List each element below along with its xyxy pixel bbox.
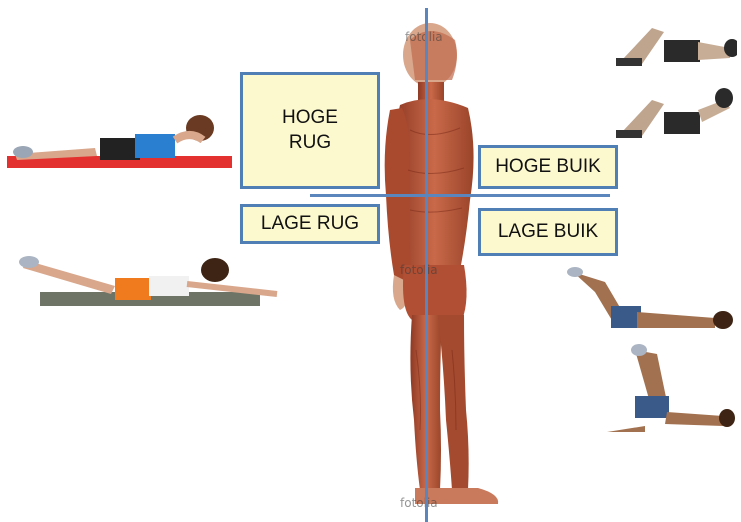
upper-abs-exercise-image-2 — [612, 80, 737, 142]
watermark-middle: fotolia — [400, 263, 438, 277]
vertical-divider-line — [425, 8, 428, 522]
upper-back-exercise-image — [5, 110, 235, 175]
watermark-top: fotolia — [405, 30, 443, 44]
horizontal-divider-line — [310, 194, 610, 197]
lower-abs-label: LAGE BUIK — [478, 208, 618, 256]
upper-abs-label: HOGE BUIK — [478, 145, 618, 189]
watermark-bottom: fotolia — [400, 496, 438, 510]
lower-back-label: LAGE RUG — [240, 204, 380, 244]
lower-back-exercise-image — [15, 250, 280, 312]
upper-abs-exercise-image-1 — [612, 8, 737, 70]
upper-back-label: HOGE RUG — [240, 72, 380, 189]
lower-abs-exercise-image-2 — [605, 340, 735, 438]
lower-abs-exercise-image-1 — [565, 262, 735, 337]
